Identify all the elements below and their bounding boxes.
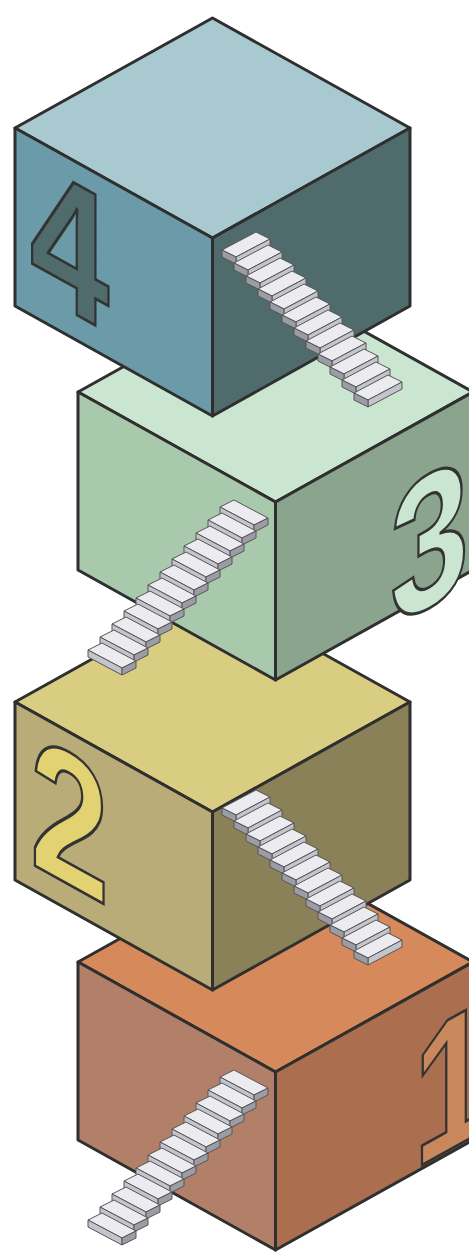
cube-face [276, 392, 469, 680]
cube-face [78, 962, 276, 1250]
